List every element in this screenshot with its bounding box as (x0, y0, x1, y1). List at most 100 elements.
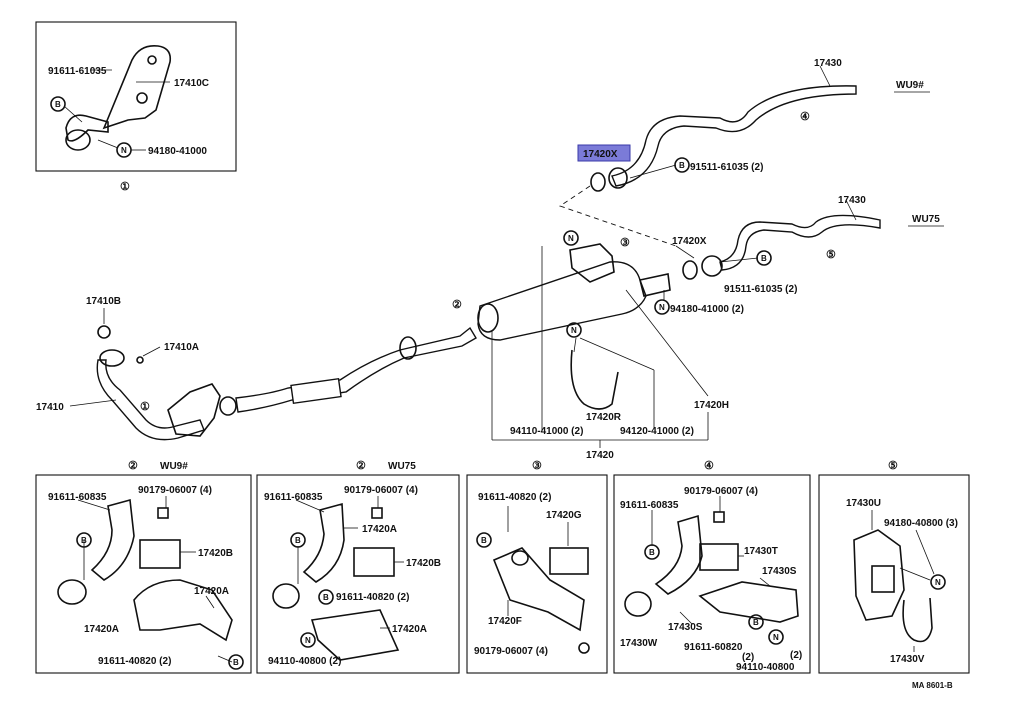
tail-pipe-17430-wu75 (719, 214, 881, 271)
part-number-label: 91611-60835 (264, 492, 323, 503)
callout-number: ④ (800, 111, 810, 123)
badge-letter: N (568, 234, 574, 243)
badge-letter: N (773, 633, 779, 642)
center-pipe (235, 326, 477, 413)
part-number-label: 94110-40800 (736, 662, 795, 673)
hanger-rubber (871, 565, 895, 593)
panel-frame (613, 474, 811, 674)
b-badge (756, 250, 772, 266)
leader (915, 529, 935, 575)
badge-letter: B (81, 536, 87, 545)
bracket-17420a (133, 579, 233, 642)
variant-label: WU75 (912, 214, 940, 225)
nut (578, 642, 590, 654)
callout-number: ④ (704, 460, 714, 472)
bracket (90, 498, 135, 581)
n-badge (563, 230, 579, 246)
variant-label: WU9# (160, 461, 188, 472)
part-number-label: 17420G (546, 510, 582, 521)
leader (679, 611, 693, 625)
bracket (302, 502, 345, 583)
part-number-label: 17420A (194, 586, 229, 597)
callout-number: ② (356, 460, 366, 472)
panel-4: ④ 90179-06007 (4) 91611-60835 17430T 174… (613, 460, 811, 674)
b-badge (228, 654, 244, 670)
flange (701, 255, 723, 277)
part-number-label: 90179-06007 (4) (474, 646, 548, 657)
part-number-label: 94110-41000 (2) (510, 426, 583, 437)
inset-1-frame (35, 21, 237, 172)
leader (759, 577, 771, 587)
part-number-label: 17430W (620, 638, 658, 649)
leader (899, 567, 931, 581)
leader (625, 289, 709, 397)
part-number-label: 91511-61035 (2) (724, 284, 797, 295)
panel-frame (35, 474, 252, 674)
leader (295, 499, 325, 513)
leader (573, 337, 577, 353)
b-badge (76, 532, 92, 548)
inset-1: 91611-61035 17410C 94180-41000 B N ① (35, 21, 237, 193)
callout-number: ③ (532, 460, 542, 472)
part-number-label: 17420X (672, 236, 707, 247)
part-number-label-highlighted[interactable]: 17420X (583, 149, 618, 160)
panel-frame (256, 474, 460, 674)
n-badge (300, 632, 316, 648)
badge-letter: N (121, 146, 127, 155)
panel-2-wu75: ② WU75 91611-60835 90179-06007 (4) 17420… (256, 460, 460, 674)
b-badge (50, 96, 66, 112)
converter-body (167, 383, 221, 437)
clamp-ring (272, 583, 300, 609)
panel-2-wu9: ② WU9# 91611-60835 90179-06007 (4) 17420… (35, 460, 252, 674)
b-badge (748, 614, 764, 630)
bracket-17410c (102, 44, 172, 130)
leader (142, 346, 161, 357)
badge-letter: N (571, 326, 577, 335)
n-badge (566, 322, 582, 338)
panel-3: ③ 91611-40820 (2) 17420G 17420F 90179-06… (466, 460, 608, 674)
gasket-17420x-highlighted (590, 172, 606, 192)
callout-number: ③ (620, 237, 630, 249)
badge-letter: B (649, 548, 655, 557)
bracket-17430s (698, 581, 799, 623)
muffler-outlet (639, 273, 671, 297)
part-number-label: 17420A (362, 524, 397, 535)
main-assembly: 17420X 17430 WU9# 91511-61035 (2) 17430 … (36, 58, 944, 461)
b-badge (318, 589, 334, 605)
part-number-label: 17420F (488, 616, 522, 627)
flange-17410 (99, 349, 125, 367)
muffler-inlet (477, 303, 499, 333)
b-badge (674, 157, 690, 173)
part-number-label: 94180-41000 (148, 146, 207, 157)
badge-letter: B (753, 618, 759, 627)
clamp-ring (57, 579, 87, 605)
part-number-label: 91611-60820 (684, 642, 743, 653)
b-badge (644, 544, 660, 560)
part-number-label: 91611-40820 (2) (478, 492, 551, 503)
badge-letter: N (935, 578, 941, 587)
rubber-mount-17420b (139, 539, 181, 569)
muffler-17420 (477, 261, 647, 341)
bracket-hole-2 (136, 92, 148, 104)
part-number-label: 17420H (694, 400, 729, 411)
rubber-mount (699, 543, 739, 571)
leader (719, 257, 759, 263)
panel-frame (466, 474, 608, 674)
hanger-bracket (569, 243, 615, 283)
nut (371, 507, 383, 519)
part-number-label: 91611-61035 (48, 66, 107, 77)
bracket-hole (147, 55, 157, 65)
leader (579, 337, 655, 371)
callout-number: ① (120, 181, 130, 193)
variant-label: WU9# (896, 80, 924, 91)
b-badge (476, 532, 492, 548)
part-number-label: 17430 (814, 58, 842, 69)
part-number-label: 17430S (668, 622, 703, 633)
badge-letter: B (295, 536, 301, 545)
hanger-17430u (853, 529, 905, 621)
gasket-17420x (682, 260, 698, 280)
callout-number: ⑤ (826, 249, 836, 261)
flange (608, 167, 628, 189)
badge-letter: N (305, 636, 311, 645)
